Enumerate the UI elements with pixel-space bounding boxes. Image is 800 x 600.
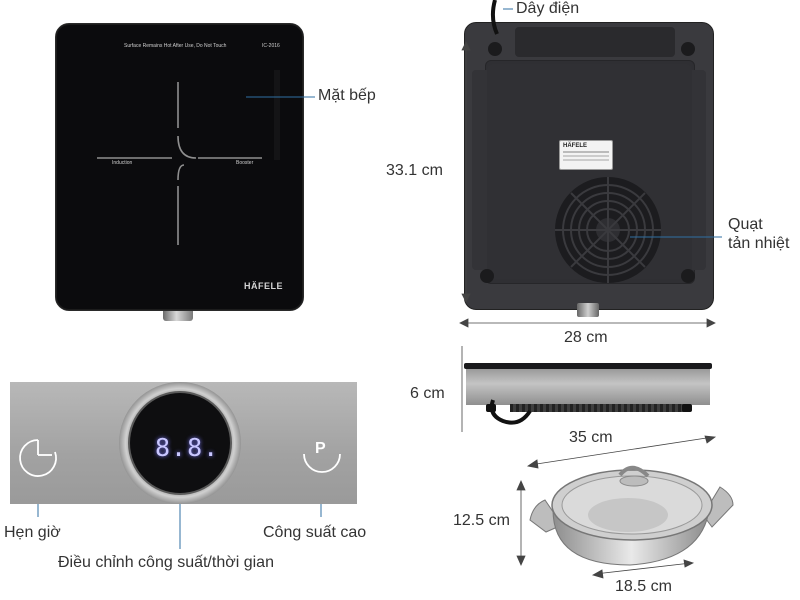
side-body [466,369,710,405]
rating-label: HÄFELE [559,140,613,170]
pot-diameter-dimension: 18.5 cm [615,578,672,595]
timer-icon [19,439,57,477]
base-knob [577,303,599,317]
foot [681,42,695,56]
side-glass-top [464,363,712,369]
width-dimension: 28 cm [564,329,608,346]
foot [681,269,695,283]
boost-icon [303,453,341,473]
base-top-recess [515,27,675,57]
power-time-label: Điều chỉnh công suất/thời gian [58,554,274,571]
power-cable [490,0,499,35]
thickness-dimension: 6 cm [410,385,445,402]
fan-grille [555,177,661,283]
surface-label: Mặt bếp [318,87,376,104]
foot [480,269,494,283]
pot-handle-right [702,486,734,528]
lid-knob [618,465,650,478]
timer-label: Hẹn giờ [4,524,61,541]
dimension-lines [459,41,717,579]
side-vent [510,404,690,412]
depth-dimension: 35 cm [569,429,613,446]
rating-brand: HÄFELE [563,143,587,149]
control-dial-face[interactable] [130,393,230,493]
model-text: IC-2016 [262,43,280,49]
zone-left-label: Induction [112,160,133,166]
boost-key-glyph[interactable]: P [315,440,326,457]
cable-label: Dây điện [516,0,580,17]
warning-text: Surface Remains Hot After Use, Do Not To… [124,43,227,49]
side-foot [682,404,692,412]
brand-logo: HÄFELE [244,281,283,291]
zone-cross-marks [97,82,262,245]
foot [488,42,502,56]
height-dimension: 33.1 cm [386,162,443,179]
digital-display: 8.8. [155,433,220,462]
pot-height-dimension: 12.5 cm [453,512,510,529]
high-power-label: Công suất cao [263,524,367,541]
zone-right-label: Booster [236,160,254,166]
fan-label: Quạt tản nhiệt [728,216,790,252]
